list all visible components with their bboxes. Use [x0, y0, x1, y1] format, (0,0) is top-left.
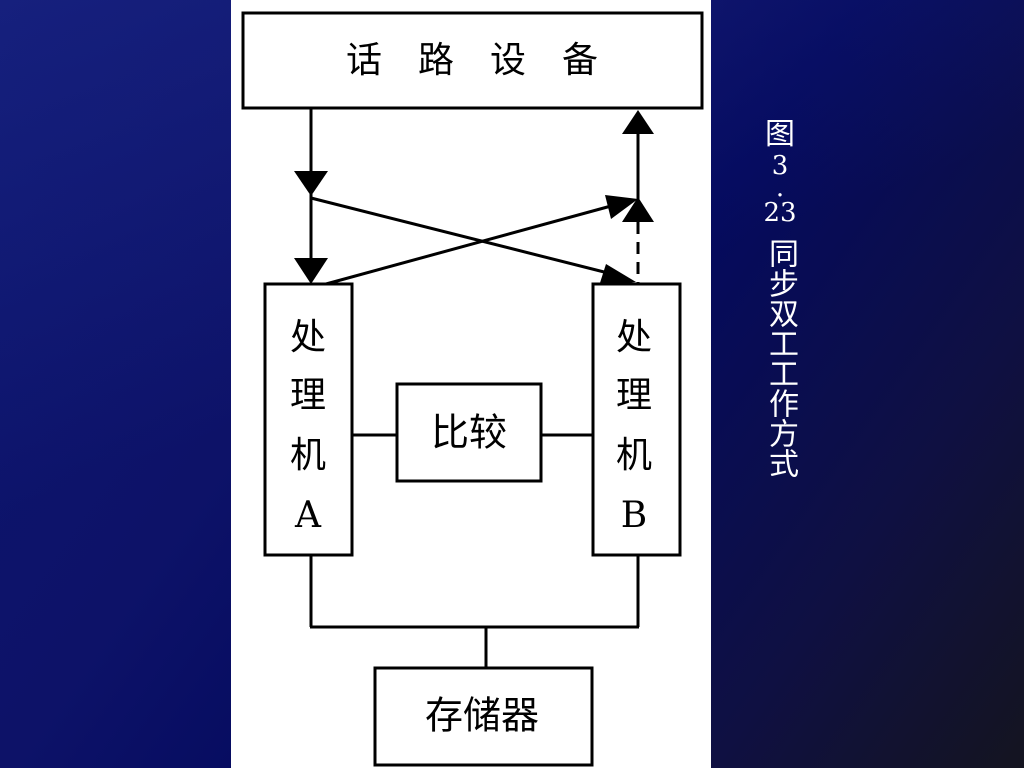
cross-line-to-top [325, 201, 623, 286]
voice-equipment-box [241, 11, 704, 110]
cross-arrowhead-to-b [599, 264, 636, 286]
comparator-label: 比较 [431, 411, 507, 455]
figure-dot: . [775, 173, 785, 203]
left-arrowhead-mid [294, 171, 328, 196]
cross-arrowhead-to-top [605, 195, 638, 219]
figure-number: 3 [771, 151, 789, 181]
figure-char: 图 [765, 117, 795, 152]
cross-line-to-b [310, 196, 621, 278]
processor-b-char-4: B [621, 495, 647, 536]
memory-label: 存储器 [425, 694, 539, 738]
processor-a-char-1: 处 [290, 317, 326, 358]
figure-title: 同步双工工作方式 [763, 238, 798, 478]
processor-a-char-2: 理 [290, 375, 326, 416]
processor-b-char-3: 机 [616, 435, 652, 476]
processor-a-char-3: 机 [290, 435, 326, 476]
processor-a-box [263, 282, 354, 557]
right-arrowhead-top [622, 110, 654, 134]
processor-a-char-4: A [294, 495, 322, 536]
right-arrowhead-mid [622, 197, 654, 222]
figure-subnumber: 23 [763, 198, 797, 228]
processor-b-box [591, 282, 682, 557]
comparator-box [395, 382, 543, 483]
figure-caption: 图 3 . 23 同步双工工作方式 [756, 117, 804, 479]
voice-equipment-label: 话 路 设 备 [346, 40, 598, 81]
left-arrowhead-bottom [294, 258, 328, 284]
processor-b-char-1: 处 [616, 317, 652, 358]
processor-b-char-2: 理 [616, 375, 652, 416]
memory-box [373, 666, 594, 767]
